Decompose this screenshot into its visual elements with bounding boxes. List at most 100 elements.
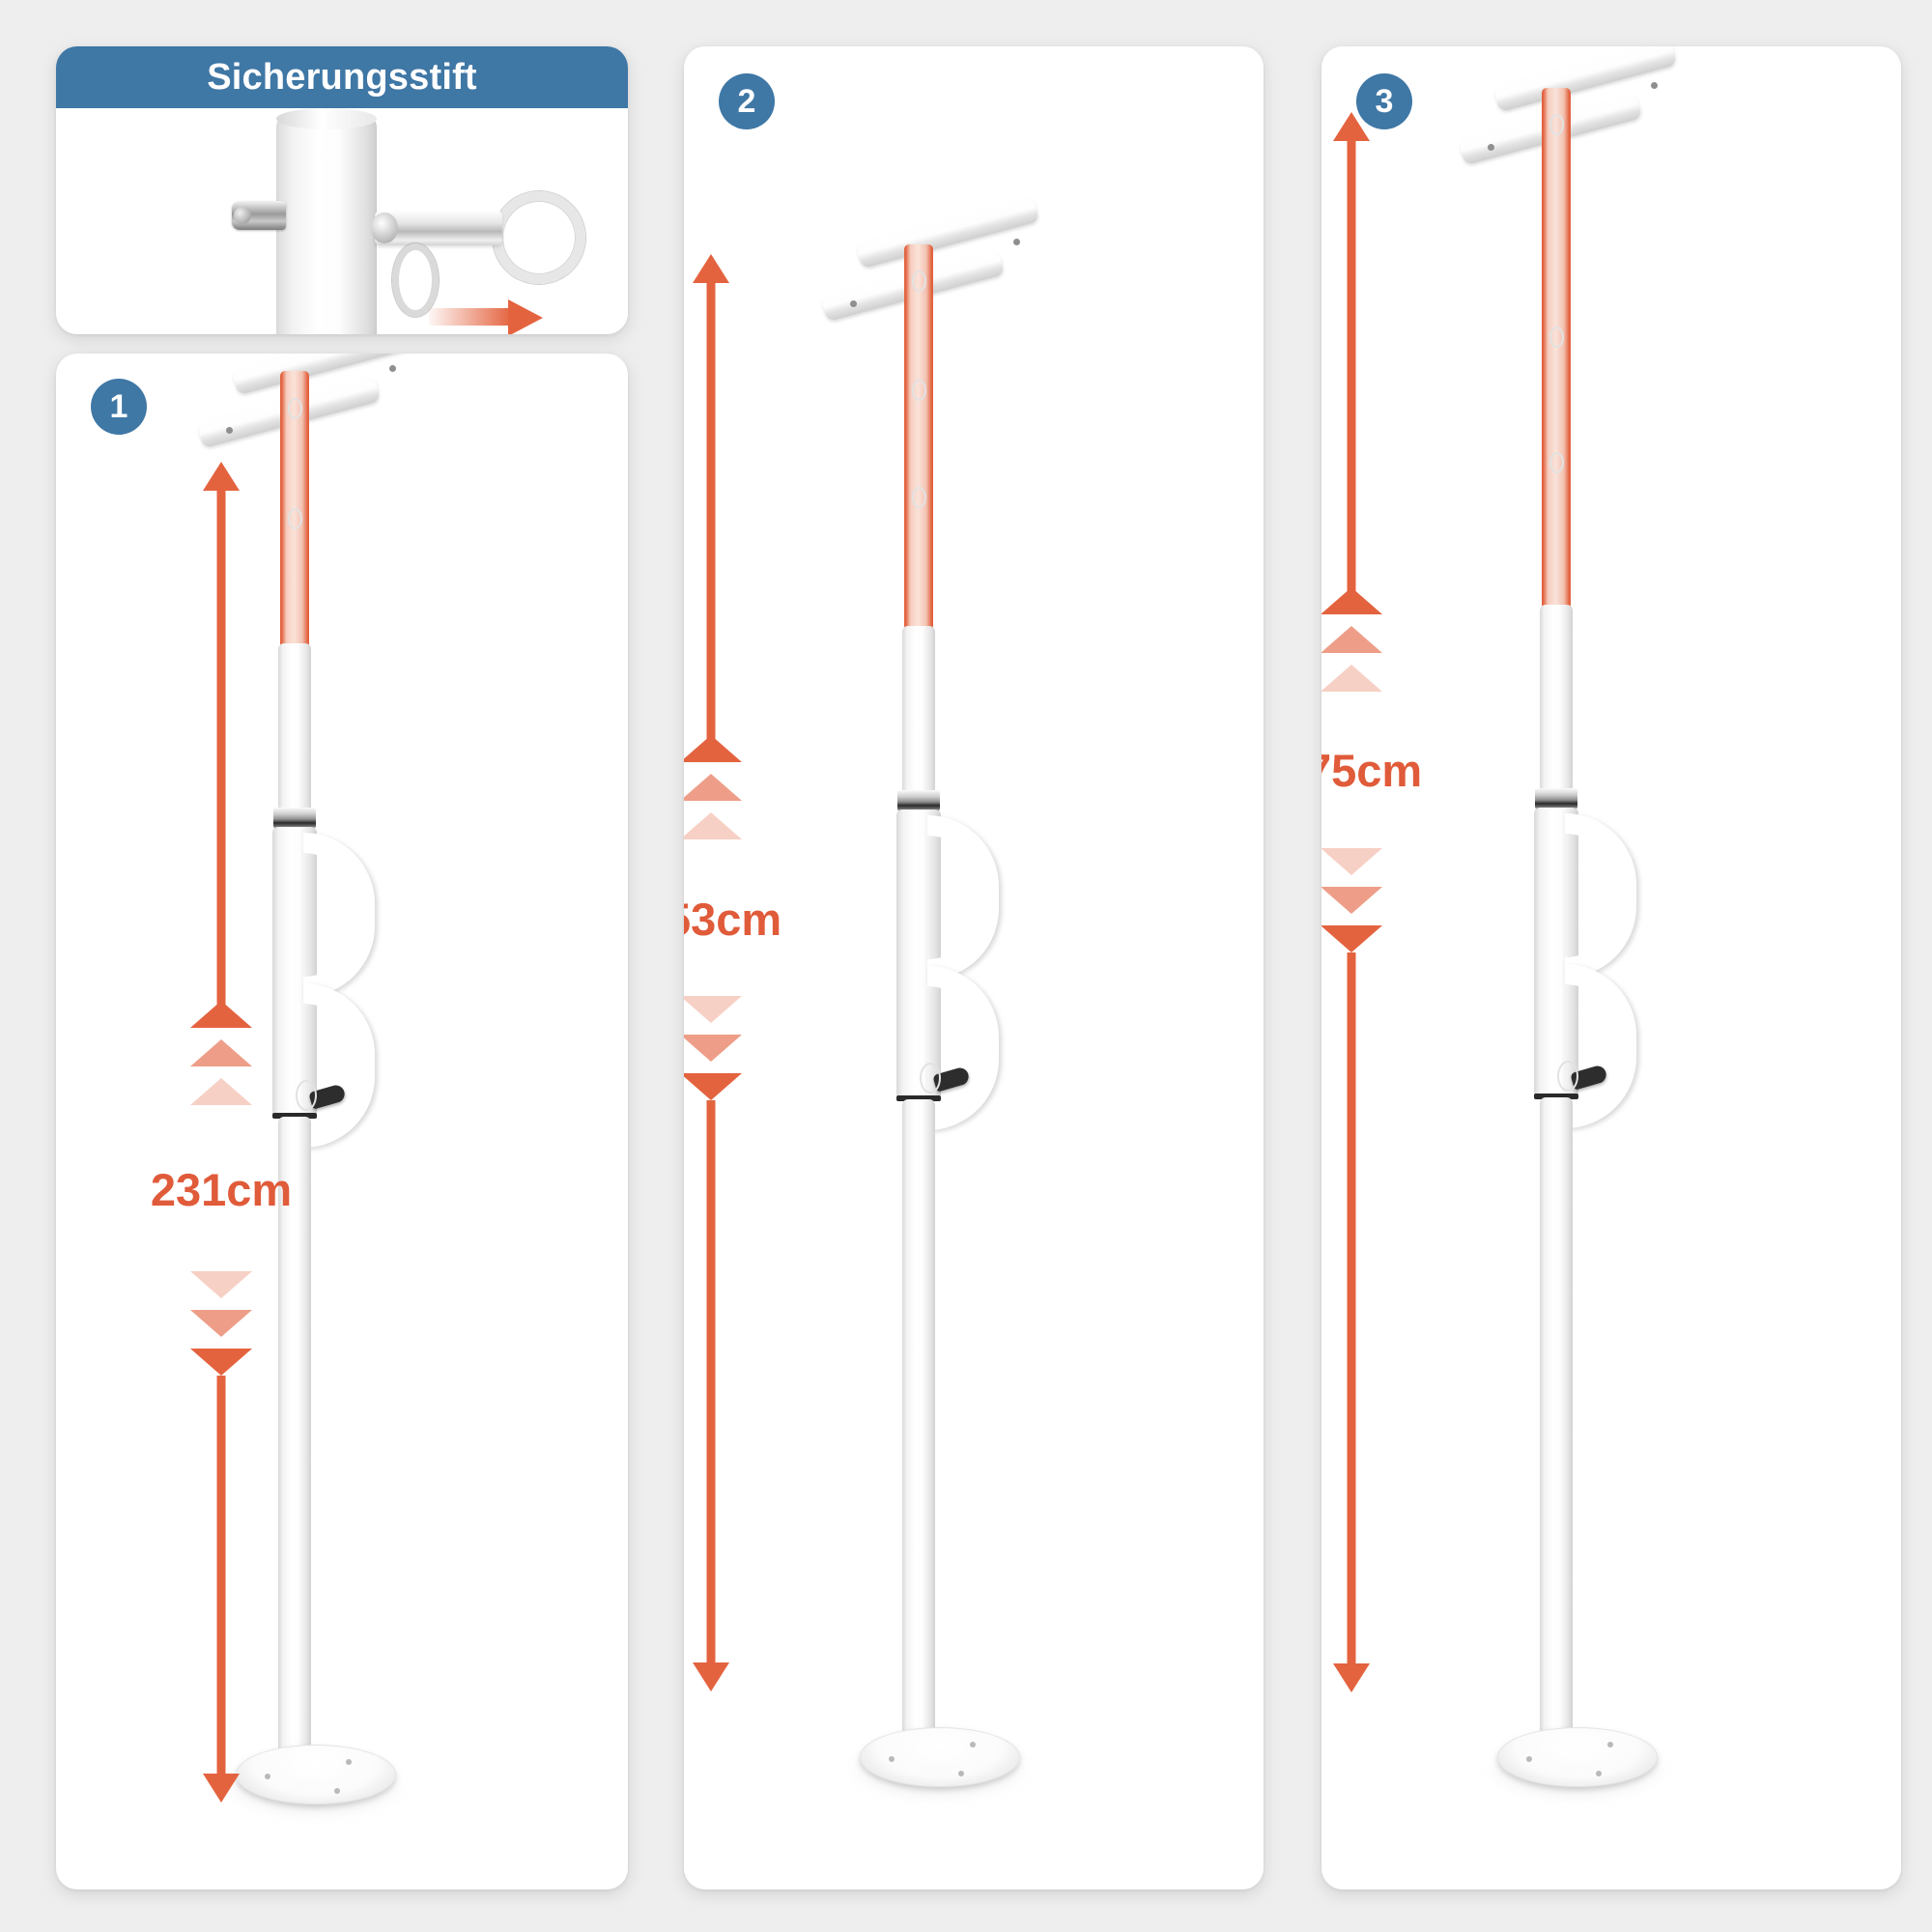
base-screw-icon [346, 1759, 352, 1765]
safety-pin-detail-card: Sicherungsstift [56, 46, 628, 334]
safety-pin-photo [56, 108, 628, 334]
chevron-down-icon [190, 1271, 252, 1298]
lever-pivot-icon [1557, 1061, 1578, 1092]
base-screw-icon [889, 1756, 895, 1762]
floor-base-plate [1497, 1727, 1658, 1787]
pin-hole-icon [1549, 327, 1564, 348]
pole-joint-ring [272, 1113, 317, 1119]
height-measure-3: 275cm [1321, 112, 1422, 1783]
arrow-right-icon [429, 298, 554, 334]
measure-line-bottom [706, 1100, 716, 1664]
pull-ring-icon [493, 191, 585, 284]
pin-hole-icon [288, 398, 302, 419]
chevron-down-icon [684, 996, 742, 1023]
arrow-down-icon [203, 1774, 240, 1803]
grab-handle-upper [1565, 813, 1636, 978]
lever-pivot-icon [296, 1080, 317, 1111]
chevron-up-icon [190, 1001, 252, 1028]
arrow-down-icon [1333, 1663, 1370, 1692]
safety-pin-head-icon [371, 213, 398, 243]
base-screw-icon [970, 1742, 976, 1747]
chevron-down-icon [684, 1073, 742, 1100]
pin-hole-icon [1549, 114, 1564, 135]
grab-handle-upper [927, 815, 999, 980]
grab-handle-upper [303, 833, 375, 997]
measure-line-top [1347, 139, 1356, 609]
arrow-down-icon [693, 1662, 729, 1691]
detail-banner: Sicherungsstift [56, 46, 628, 108]
chevron-down-icon [684, 1035, 742, 1062]
floor-base-plate [860, 1727, 1020, 1787]
grab-handle-lower [927, 966, 999, 1130]
grab-handle-lower [1565, 964, 1636, 1128]
pole-joint-ring [896, 1095, 941, 1101]
detail-banner-title: Sicherungsstift [207, 56, 477, 98]
pin-hole-icon [912, 487, 926, 508]
base-screw-icon [958, 1771, 964, 1776]
chevron-up-icon [684, 774, 742, 801]
pin-hole-icon [288, 508, 302, 529]
chevron-down-icon [190, 1310, 252, 1337]
chevron-down-icon [190, 1349, 252, 1376]
tbar-screw-icon [850, 300, 857, 307]
ceiling-tension-bar [1492, 46, 1678, 113]
pin-socket-icon [232, 201, 286, 230]
chevron-up-icon [190, 1078, 252, 1105]
base-screw-icon [334, 1788, 340, 1794]
tbar-screw-icon [1488, 144, 1494, 151]
chevron-down-icon [1321, 848, 1382, 875]
ceiling-tension-bar [855, 196, 1040, 270]
orange-highlighted-extension-tube [1542, 88, 1571, 610]
chevron-up-icon [1321, 665, 1382, 692]
base-screw-icon [1596, 1771, 1602, 1776]
base-screw-icon [1526, 1756, 1532, 1762]
tbar-screw-icon [1651, 82, 1658, 89]
bottom-pole-segment [278, 1117, 311, 1793]
pin-hole-icon [1549, 452, 1564, 473]
bottom-pole-segment [1540, 1097, 1573, 1774]
chrome-collar [1535, 788, 1577, 810]
height-measure-1: 231cm [151, 462, 292, 1833]
measure-line-bottom [216, 1376, 226, 1776]
step-card-2: 2 [684, 46, 1264, 1889]
base-screw-icon [265, 1774, 270, 1779]
pole-joint-ring [1534, 1094, 1578, 1099]
height-label-2: 253cm [684, 894, 782, 945]
tbar-screw-icon [1013, 239, 1020, 245]
tbar-screw-icon [389, 365, 396, 372]
height-label-1: 231cm [150, 1164, 293, 1215]
pin-hole-icon [912, 380, 926, 401]
chevron-up-icon [1321, 626, 1382, 653]
arrow-up-icon [693, 254, 729, 283]
orange-highlighted-extension-tube [904, 244, 933, 631]
lever-pivot-icon [920, 1063, 941, 1094]
height-measure-2: 253cm [684, 254, 781, 1780]
tbar-screw-icon [226, 427, 233, 434]
measure-line-top [216, 489, 226, 1022]
grab-handle-lower [303, 983, 375, 1148]
key-ring-icon [392, 243, 439, 317]
step-badge-2: 2 [719, 73, 775, 129]
base-screw-icon [1607, 1742, 1613, 1747]
step-badge-3: 3 [1356, 73, 1412, 129]
step-card-1: 1 [56, 354, 628, 1889]
arrow-up-icon [1333, 112, 1370, 141]
bottom-pole-segment [902, 1099, 935, 1776]
floor-base-plate [236, 1745, 396, 1804]
chrome-collar [897, 790, 940, 811]
chrome-collar [273, 808, 316, 829]
pin-hole-icon [912, 270, 926, 292]
chevron-up-icon [190, 1039, 252, 1066]
tube-top-icon [276, 108, 377, 129]
measure-line-top [706, 281, 716, 756]
arrow-up-icon [203, 462, 240, 491]
chevron-down-icon [1321, 925, 1382, 952]
step-badge-1: 1 [91, 379, 147, 435]
measure-line-bottom [1347, 952, 1356, 1665]
chevron-up-icon [1321, 587, 1382, 614]
height-label-3: 275cm [1321, 745, 1423, 796]
chevron-up-icon [684, 812, 742, 839]
mid-pole-segment [278, 643, 311, 817]
step-card-3: 3 [1321, 46, 1901, 1889]
